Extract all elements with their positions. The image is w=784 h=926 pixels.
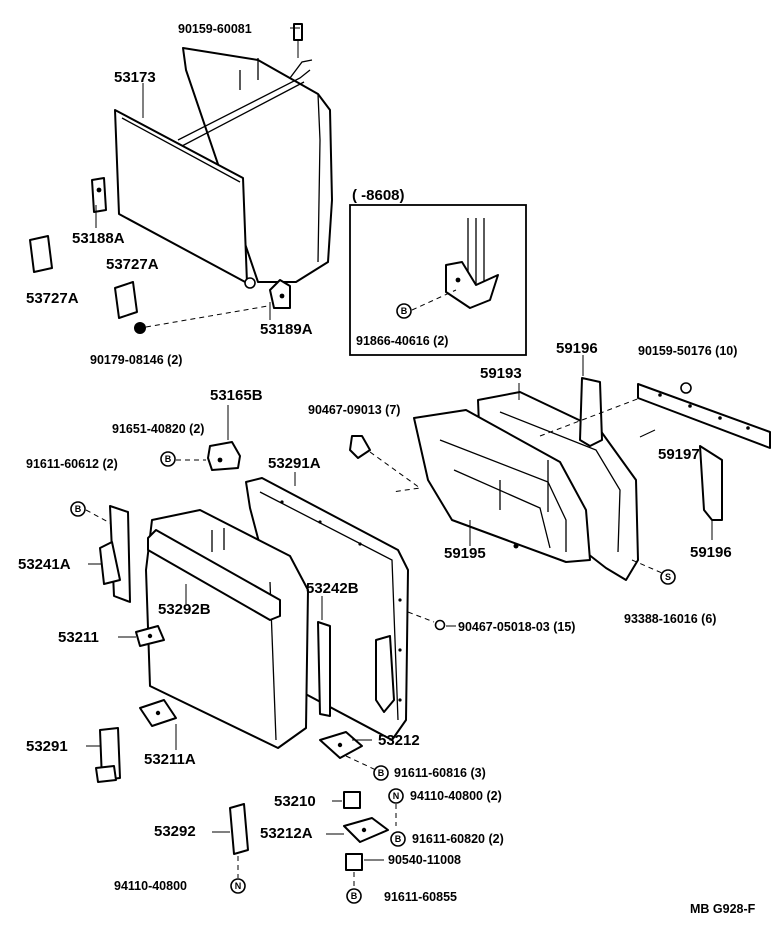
- bolt-91611-60612: B: [70, 501, 86, 517]
- plate-59196-upper: [579, 377, 603, 447]
- clip-90467-09013: [349, 435, 371, 459]
- inset-header: ( -8608): [352, 187, 405, 204]
- label-53242b: 53242B: [306, 580, 359, 597]
- cushion-53210: [343, 791, 361, 809]
- label-90159-60081: 90159-60081: [178, 22, 252, 36]
- lower-radiator-assembly: [145, 477, 409, 749]
- label-91611-60855: 91611-60855: [384, 890, 457, 904]
- label-53292b: 53292B: [158, 601, 211, 618]
- footer-code: MB G928-F: [690, 902, 756, 916]
- label-94110-40800-b: 94110-40800: [114, 879, 187, 893]
- label-53292: 53292: [154, 823, 196, 840]
- label-91651-40820: 91651-40820 (2): [112, 422, 204, 436]
- bolt-90179: [134, 322, 146, 334]
- label-53189a: 53189A: [260, 321, 313, 338]
- clip-90467-05018: [434, 619, 446, 631]
- hinge-53211a: [139, 699, 177, 727]
- label-59197: 59197: [658, 446, 700, 463]
- inset-box: B: [349, 204, 527, 356]
- label-90179-08146: 90179-08146 (2): [90, 353, 182, 367]
- label-53727a-right: 53727A: [106, 256, 159, 273]
- label-59193: 59193: [480, 365, 522, 382]
- label-53173: 53173: [114, 69, 156, 86]
- nut-94110-40800-b: N: [230, 878, 246, 894]
- screw-symbol: S: [665, 572, 671, 582]
- bolt-91611-60820: B: [390, 831, 406, 847]
- label-91611-60820: 91611-60820 (2): [412, 832, 504, 846]
- bolt-91611-60816: B: [373, 765, 389, 781]
- nut-symbol: N: [393, 791, 400, 801]
- cushion-53727a-left: [29, 235, 53, 273]
- label-53211: 53211: [58, 629, 99, 646]
- label-53291: 53291: [26, 738, 68, 755]
- label-91611-60612: 91611-60612 (2): [26, 457, 118, 471]
- label-59196-upper: 59196: [556, 340, 598, 357]
- bolt-symbol: B: [378, 768, 385, 778]
- label-90467-09013: 90467-09013 (7): [308, 403, 400, 417]
- bolt-symbol: B: [351, 891, 358, 901]
- label-59196-lower: 59196: [690, 544, 732, 561]
- upper-radiator-assembly: [91, 23, 333, 309]
- label-53291a: 53291A: [268, 455, 321, 472]
- bracket-53291: [95, 727, 121, 783]
- label-53727a-left: 53727A: [26, 290, 79, 307]
- label-53211a: 53211A: [144, 751, 196, 768]
- plate-59196-lower: [699, 445, 723, 521]
- label-90467-05018-03: 90467-05018-03 (15): [458, 620, 575, 634]
- hinge-53212: [319, 731, 363, 759]
- label-91866-40616: 91866-40616 (2): [356, 334, 448, 348]
- bolt-symbol: B: [395, 834, 402, 844]
- label-90540-11008: 90540-11008: [388, 853, 461, 867]
- bolt-91651: B: [160, 451, 176, 467]
- label-53212a: 53212A: [260, 825, 313, 842]
- label-53188a: 53188A: [72, 230, 125, 247]
- nut-symbol: N: [235, 881, 242, 891]
- bolt-90159-50176: [680, 382, 692, 394]
- label-53210: 53210: [274, 793, 316, 810]
- bolt-symbol: B: [401, 306, 408, 316]
- bolt-91611-60855: B: [346, 888, 362, 904]
- label-94110-40800-a: 94110-40800 (2): [410, 789, 502, 803]
- bracket-53241a: [99, 505, 131, 603]
- bracket-53292: [229, 803, 249, 855]
- label-53165b: 53165B: [210, 387, 263, 404]
- label-59195: 59195: [444, 545, 486, 562]
- nut-94110-40800-a: N: [388, 788, 404, 804]
- bolt-symbol: B: [165, 454, 172, 464]
- bracket-53165b: [207, 441, 241, 471]
- label-90159-50176: 90159-50176 (10): [638, 344, 737, 358]
- strip-59197: [637, 383, 771, 449]
- label-91611-60816: 91611-60816 (3): [394, 766, 486, 780]
- label-93388-16016: 93388-16016 (6): [624, 612, 716, 626]
- hinge-53211: [135, 625, 165, 647]
- label-53212: 53212: [378, 732, 420, 749]
- collar-90540: [345, 853, 363, 871]
- screw-93388: S: [660, 569, 676, 585]
- label-53241a: 53241A: [18, 556, 71, 573]
- hinge-53212a: [343, 817, 389, 843]
- cushion-53727a-right: [114, 281, 138, 319]
- bolt-symbol: B: [75, 504, 82, 514]
